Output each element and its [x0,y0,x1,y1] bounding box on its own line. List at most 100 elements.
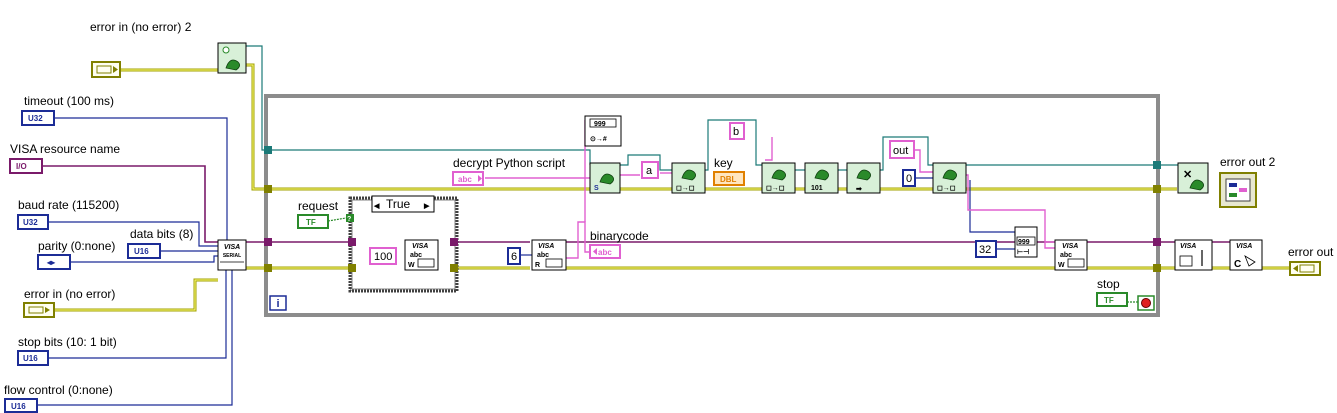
tunnel-error-out [1153,264,1161,272]
indicator-error-out: error out [1288,245,1334,276]
write-icon [417,258,435,268]
control-stop[interactable]: stop TF [1096,277,1138,307]
while-loop[interactable]: i [264,94,1161,317]
script-icon: S [594,185,599,192]
control-error-in[interactable]: error in (no error) [23,287,115,318]
constant-100[interactable]: 100 [369,247,397,265]
control-key[interactable]: key DBL [713,156,745,186]
visa-read-node[interactable]: VISA abc R [531,239,567,271]
svg-text:VISA: VISA [1180,243,1196,250]
control-request[interactable]: request TF [297,199,347,229]
svg-text:999: 999 [1018,239,1030,246]
python-session-wire[interactable] [246,45,1178,171]
data-bits-label: data bits (8) [130,227,193,241]
svg-text:U32: U32 [23,218,38,227]
indicator-binarycode: binarycode abc [589,229,649,259]
tunnel-error-in [264,264,272,272]
sparkle-icon [222,46,230,54]
python-set-variable-node[interactable]: ◻→◻ [671,162,706,194]
error-in-2-label: error in (no error) 2 [90,20,192,34]
control-stop-bits[interactable]: stop bits (10: 1 bit) U16 [17,335,117,366]
case-structure[interactable]: True ◀ ▶ ? [346,195,459,293]
arrow-right-icon: ➡ [856,186,862,193]
control-decrypt-script[interactable]: decrypt Python script abc [452,156,566,186]
svg-text:VISA: VISA [538,243,554,250]
error-out-2-label: error out 2 [1220,155,1276,169]
tunnel-error2-out [1153,185,1161,193]
control-flow-control[interactable]: flow control (0:none) U16 [4,383,113,413]
control-timeout[interactable]: timeout (100 ms) U32 [21,94,114,126]
control-baud-rate[interactable]: baud rate (115200) U32 [17,198,119,230]
python-run-node[interactable]: ➡ [846,162,881,194]
svg-text:0: 0 [906,173,912,185]
python-get-variable-node[interactable]: ◻→◻ [932,162,967,194]
transfer-icon: ◻→◻ [766,185,785,192]
constant-0[interactable]: 0 [902,169,916,187]
svg-text:U16: U16 [23,354,38,363]
case-selector-label[interactable] [371,195,435,213]
constant-out[interactable]: out [889,140,915,159]
iteration-label: i [276,298,279,310]
close-python-session-node[interactable]: ✕ [1177,162,1209,194]
constant-a[interactable]: a [641,161,659,179]
string-wires[interactable] [395,120,1055,259]
open-python-session-node[interactable] [217,42,247,74]
indicator-error-out-2: error out 2 [1219,155,1276,208]
svg-text:U16: U16 [11,402,26,411]
control-visa-resource[interactable]: VISA resource name I/O [9,142,120,174]
svg-text:U32: U32 [28,114,43,123]
control-parity[interactable]: parity (0:none) ◂▸ [37,239,115,270]
svg-text:b: b [733,126,739,138]
python-set-key-node[interactable]: ◻→◻ [761,162,796,194]
python-icon [599,173,614,185]
tunnel-session-out [1153,161,1161,169]
svg-text:abc: abc [410,252,422,259]
error-cluster-icon [96,65,112,74]
transfer-icon: ◻→◻ [676,185,695,192]
svg-text:abc: abc [598,248,612,257]
python-icon [942,169,957,181]
format-string-node[interactable]: 999 ⊙→# [584,115,622,147]
close-doc-icon [1244,255,1256,267]
control-error-in-2[interactable]: error in (no error) 2 [90,20,192,78]
visa-flush-node[interactable]: VISA [1174,239,1213,271]
number-to-string-node[interactable]: 999 ⊢⊣ [1014,226,1038,258]
tunnel-visa-out [1153,238,1161,246]
bits-icon: 101 [811,185,823,192]
svg-text:100: 100 [374,251,392,263]
case-selector-text: True [386,197,411,211]
case-left-arrow-icon[interactable]: ◀ [373,203,380,210]
stop-bits-label: stop bits (10: 1 bit) [18,335,117,349]
svg-text:6: 6 [511,251,517,263]
error-cluster-icon [28,306,44,314]
svg-text:TF: TF [1104,296,1114,305]
visa-write-node[interactable]: VISA abc W [404,239,439,271]
tunnel-error2-in [264,185,272,193]
read-icon [545,258,563,268]
svg-text:R: R [535,262,540,269]
constant-32[interactable]: 32 [975,240,997,258]
control-data-bits[interactable]: data bits (8) U16 [127,227,193,259]
svg-text:TF: TF [306,218,316,227]
decrypt-script-label: decrypt Python script [453,156,566,170]
svg-text:abc: abc [1060,252,1072,259]
wires [37,45,1290,406]
tunnel-session-in [264,146,272,154]
visa-write-2-node[interactable]: VISA abc W [1054,239,1088,271]
python-load-script-node[interactable]: S [589,162,621,194]
svg-text:VISA: VISA [412,243,428,250]
write-icon [1067,258,1085,268]
constant-b[interactable]: b [729,122,745,140]
svg-text:VISA: VISA [1236,243,1252,250]
python-execute-node[interactable]: 101 [804,162,839,194]
constant-6[interactable]: 6 [507,247,521,265]
case-right-arrow-icon[interactable]: ▶ [423,203,430,210]
width-icon: ⊢⊣ [1017,248,1029,256]
svg-text:W: W [408,262,415,269]
visa-close-node[interactable]: VISA C [1229,239,1263,271]
python-icon [1189,179,1204,191]
svg-text:999: 999 [594,121,606,128]
visa-configure-serial-node[interactable]: VISA SERIAL [217,239,247,271]
close-icon: ✕ [1183,169,1192,181]
